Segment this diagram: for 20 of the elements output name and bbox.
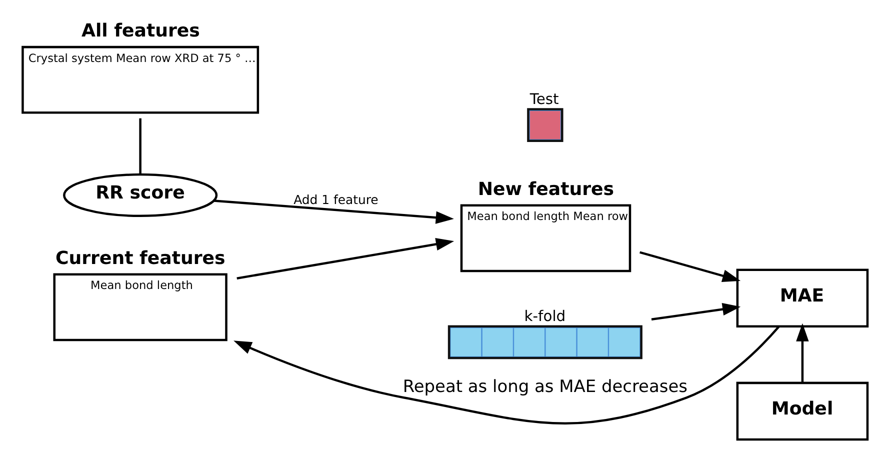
arrow xyxy=(234,325,780,424)
node-label: k-fold xyxy=(524,308,566,325)
node-box: Model xyxy=(736,381,869,440)
edge-label: Add 1 feature xyxy=(294,192,378,207)
connector xyxy=(139,118,142,174)
node-label: New features xyxy=(478,178,614,200)
node-box: Mean bond length xyxy=(53,272,228,341)
node-box: Mean bond length Mean row xyxy=(460,204,632,272)
arrow xyxy=(214,199,454,224)
node-label: All features xyxy=(82,20,200,42)
arrow xyxy=(640,250,741,282)
node-ellipse: RR score xyxy=(63,172,218,216)
node-label: Test xyxy=(530,90,559,108)
node-box: Crystal system Mean row XRD at 75 ° … xyxy=(22,45,260,114)
edge-label: Repeat as long as MAE decreases xyxy=(402,375,688,396)
arrow xyxy=(236,237,454,279)
node-label: Current features xyxy=(55,247,226,268)
arrow xyxy=(796,322,809,382)
node-box: MAE xyxy=(736,268,869,328)
arrow xyxy=(651,302,741,320)
